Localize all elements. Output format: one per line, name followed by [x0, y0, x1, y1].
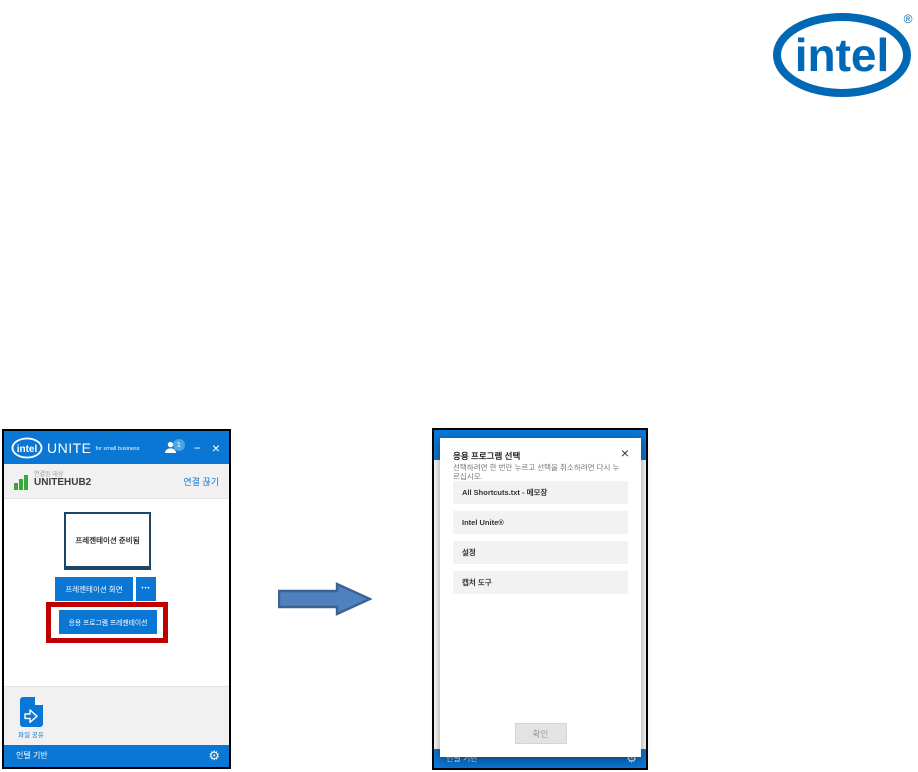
list-item-settings[interactable]: 설정 [453, 541, 628, 564]
present-screen-button[interactable]: 프레젠테이션 화면 [55, 577, 133, 601]
highlight-rectangle [46, 602, 168, 643]
unite-footer: 인텔 기반 ⚙ [4, 745, 229, 767]
connected-to-label: 연결된 대상 [34, 472, 64, 478]
dialog-close-icon[interactable]: × [620, 445, 629, 461]
unite-intel-logo-text: intel [17, 444, 38, 455]
intel-based-label: 인텔 기반 [16, 751, 48, 760]
intel-logo-text: intel [795, 29, 890, 81]
dialog-instructions: 선택하려면 한 번만 누르고 선택을 취소하려면 다시 누르십시오. [453, 463, 620, 481]
file-share-bar: 파일 공유 [4, 686, 229, 746]
file-share-label: 파일 공유 [18, 732, 44, 739]
file-share-icon[interactable] [19, 697, 43, 727]
transition-arrow [277, 582, 373, 616]
unite-intel-logo: intel [11, 437, 43, 458]
intel-logo-registered: ® [904, 12, 913, 26]
presentation-ready-label: 프레젠테이션 준비됨 [75, 535, 140, 545]
hub-name: UNITEHUB2 [34, 477, 92, 488]
app-tagline: for small business [95, 446, 140, 452]
unite-window-with-dialog: 인텔 기반 ⚙ 응용 프로그램 선택 × 선택하려면 한 번만 누르고 선택을 … [432, 428, 648, 770]
ok-button[interactable]: 확인 [514, 723, 567, 744]
intel-based-label: 인텔 기반 [446, 754, 478, 763]
dialog-title: 응용 프로그램 선택 [453, 451, 521, 461]
unite-titlebar: intel UNITE for small business 1 − × [4, 431, 229, 464]
intel-logo: intel ® [772, 4, 918, 104]
connection-bar: 연결된 대상 UNITEHUB2 연결 끊기 [4, 464, 229, 499]
participant-count-badge[interactable]: 1 [172, 438, 185, 451]
settings-gear-icon[interactable]: ⚙ [626, 751, 637, 765]
unite-client-window: intel UNITE for small business 1 − × 연결된… [2, 429, 231, 769]
signal-bars-icon [14, 475, 29, 490]
list-item-notepad[interactable]: All Shortcuts.txt - 메모장 [453, 481, 628, 504]
application-list: All Shortcuts.txt - 메모장 Intel Unite® 설정 … [453, 481, 628, 601]
list-item-intel-unite[interactable]: Intel Unite® [453, 511, 628, 534]
right-arrow-icon [277, 582, 373, 616]
participants-icon [164, 441, 176, 453]
select-application-dialog: 응용 프로그램 선택 × 선택하려면 한 번만 누르고 선택을 취소하려면 다시… [440, 438, 641, 757]
disconnect-link[interactable]: 연결 끊기 [183, 477, 219, 487]
minimize-button[interactable]: − [193, 440, 201, 455]
presentation-ready-screen: 프레젠테이션 준비됨 [64, 512, 151, 570]
list-item-snipping-tool[interactable]: 캡처 도구 [453, 571, 628, 594]
present-application-button[interactable]: 응용 프로그램 프레젠테이션 [59, 610, 157, 634]
settings-gear-icon[interactable]: ⚙ [208, 748, 220, 763]
intel-logo-oval: intel ® [773, 12, 913, 97]
close-button[interactable]: × [211, 439, 220, 456]
more-options-button[interactable]: ••• [136, 577, 156, 601]
app-title: UNITE [47, 439, 92, 456]
